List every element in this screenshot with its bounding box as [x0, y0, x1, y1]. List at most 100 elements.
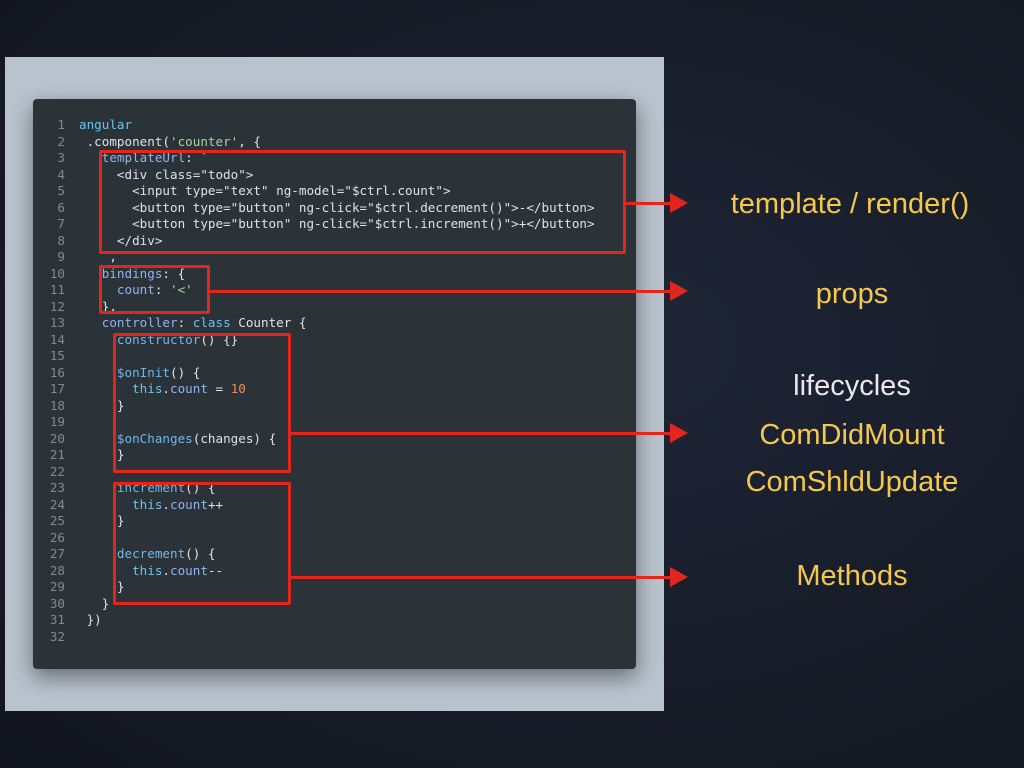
- lifecycle-shouldupdate-label: ComShldUpdate: [745, 466, 959, 498]
- line-number: 8: [57, 232, 65, 248]
- methods-label: Methods: [796, 560, 908, 592]
- line-number: 20: [49, 430, 65, 446]
- line-number: 30: [49, 595, 65, 611]
- line-number: 10: [49, 265, 65, 281]
- line-number: 22: [49, 463, 65, 479]
- code-text: this.count++: [132, 496, 224, 512]
- line-number: 6: [57, 199, 65, 215]
- template-arrow-line: [626, 202, 672, 205]
- code-line: 2 .component('counter', {: [33, 134, 636, 151]
- template-arrow-head-icon: [670, 193, 688, 213]
- code-line: 28 this.count--: [33, 563, 636, 580]
- code-line: 25 }: [33, 513, 636, 530]
- code-line: 29 }: [33, 579, 636, 596]
- code-line: 20 $onChanges(changes) {: [33, 431, 636, 448]
- code-text: </div>: [79, 232, 163, 248]
- code-text: decrement() {: [116, 546, 216, 561]
- line-number: 1: [57, 117, 65, 132]
- code-line: 27 decrement() {: [33, 546, 636, 563]
- line-number: 26: [49, 529, 65, 545]
- code-line: 8 </div>: [33, 233, 636, 250]
- line-number: 2: [57, 133, 65, 149]
- lifecycles-title-label: lifecycles: [793, 370, 911, 402]
- code-line: 10 bindings: {: [33, 266, 636, 283]
- template-highlight-box: [99, 150, 626, 254]
- line-number: 14: [49, 331, 65, 347]
- code-text: bindings: {: [101, 265, 186, 281]
- code-text: <button type="button" ng-click="$ctrl.de…: [79, 199, 595, 215]
- code-text: <input type="text" ng-model="$ctrl.count…: [79, 183, 451, 198]
- code-line: 12 },: [33, 299, 636, 316]
- code-line: 17 this.count = 10: [33, 381, 636, 398]
- props-arrow-line: [210, 290, 672, 293]
- code-line: 21 }: [33, 447, 636, 464]
- line-number: 28: [49, 562, 65, 578]
- line-number: 5: [57, 183, 65, 198]
- line-number: 13: [49, 315, 65, 330]
- code-text: }: [79, 513, 125, 528]
- line-number: 23: [49, 480, 65, 495]
- code-text: .component('counter', {: [79, 133, 261, 149]
- code-text: controller: class Counter {: [101, 315, 307, 330]
- code-text: }: [79, 447, 125, 462]
- code-line: 7 <button type="button" ng-click="$ctrl.…: [33, 216, 636, 233]
- line-number: 16: [49, 364, 65, 380]
- line-number: 21: [49, 447, 65, 462]
- line-number: 25: [49, 513, 65, 528]
- line-number: 9: [57, 249, 65, 264]
- lifecycle-arrow-head-icon: [670, 423, 688, 443]
- bindings-highlight-box: [99, 265, 210, 314]
- line-number: 27: [49, 546, 65, 561]
- code-line: 6 <button type="button" ng-click="$ctrl.…: [33, 200, 636, 217]
- code-text: <button type="button" ng-click="$ctrl.in…: [79, 216, 595, 231]
- code-line: 3 templateUrl: `: [33, 150, 636, 167]
- code-line: 16 $onInit() {: [33, 365, 636, 382]
- code-line: 4 <div class="todo">: [33, 167, 636, 184]
- lifecycle-arrow-line: [291, 432, 672, 435]
- line-number: 15: [49, 348, 65, 363]
- line-number: 31: [49, 612, 65, 627]
- code-line: 13 controller: class Counter {: [33, 315, 636, 332]
- code-text: this.count--: [132, 562, 224, 578]
- code-line: 24 this.count++: [33, 497, 636, 514]
- code-text: templateUrl: `: [101, 150, 208, 165]
- line-number: 29: [49, 579, 65, 594]
- line-number: 32: [49, 628, 65, 644]
- code-text: <div class="todo">: [79, 166, 254, 182]
- line-number: 18: [49, 397, 65, 413]
- code-line: 30 }: [33, 596, 636, 613]
- code-text: this.count = 10: [132, 381, 246, 396]
- code-line: 26: [33, 530, 636, 547]
- code-text: $onInit() {: [116, 364, 201, 380]
- lifecycle-highlight-box: [113, 333, 291, 473]
- line-number: 7: [57, 216, 65, 231]
- methods-arrow-head-icon: [670, 567, 688, 587]
- line-number: 11: [49, 282, 65, 297]
- template-label: template / render(): [730, 188, 970, 220]
- code-line: 22: [33, 464, 636, 481]
- code-line: 11 count: '<': [33, 282, 636, 299]
- lifecycle-didmount-label: ComDidMount: [759, 419, 945, 451]
- code-text: }): [79, 612, 102, 627]
- line-number: 19: [49, 414, 65, 429]
- methods-arrow-line: [291, 576, 672, 579]
- props-label: props: [815, 278, 889, 310]
- line-number: 24: [49, 496, 65, 512]
- code-text: }: [79, 397, 125, 413]
- line-number: 4: [57, 166, 65, 182]
- methods-highlight-box: [113, 482, 291, 605]
- line-number: 3: [57, 150, 65, 165]
- code-line: 18 }: [33, 398, 636, 415]
- code-line: 5 <input type="text" ng-model="$ctrl.cou…: [33, 183, 636, 200]
- props-arrow-head-icon: [670, 281, 688, 301]
- code-text: }: [79, 579, 125, 594]
- code-line: 32: [33, 629, 636, 646]
- code-text: },: [79, 298, 117, 314]
- code-text: $onChanges(changes) {: [116, 430, 277, 446]
- code-line: 31 }): [33, 612, 636, 629]
- line-number: 12: [49, 298, 65, 314]
